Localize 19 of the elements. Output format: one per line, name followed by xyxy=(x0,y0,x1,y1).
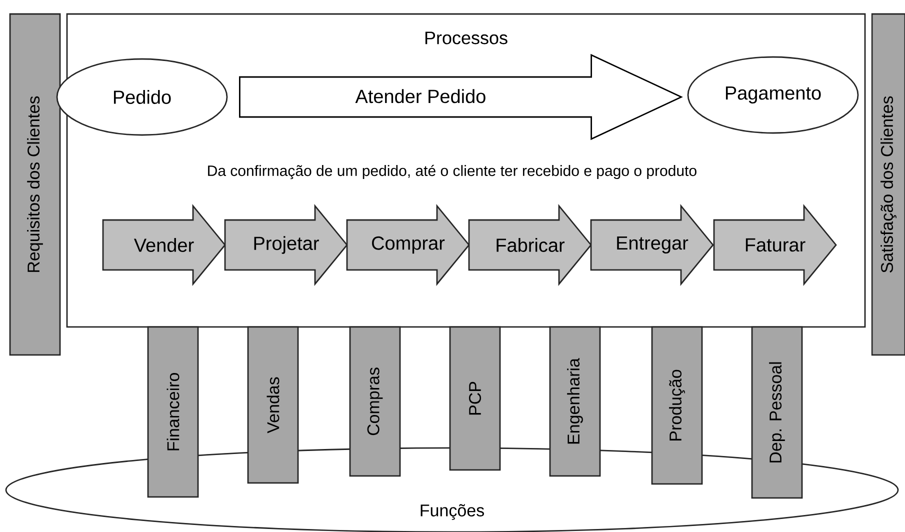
panel-heading: Processos xyxy=(425,32,508,44)
block-arrow xyxy=(239,54,683,140)
side-bar: Satisfação dos Clientes xyxy=(871,13,905,356)
process-step: Faturar xyxy=(713,204,837,286)
function-bar: Financeiro xyxy=(147,326,199,498)
function-bar: Engenharia xyxy=(549,326,601,477)
process-step: Projetar xyxy=(224,204,348,286)
process-step: Fabricar xyxy=(468,204,592,286)
description-text: Da confirmação de um pedido, até o cliente ter recebido e pago o produto xyxy=(208,164,696,180)
process-step: Vender xyxy=(102,204,226,286)
process-step: Comprar xyxy=(346,204,470,286)
function-bar: Vendas xyxy=(247,326,299,484)
function-bar: Compras xyxy=(349,326,401,477)
function-bar: Produção xyxy=(651,326,703,485)
edge-label: Atender Pedido xyxy=(354,88,488,104)
process-step: Entregar xyxy=(590,204,714,286)
side-bar: Requisitos dos Clientes xyxy=(9,13,61,356)
function-bar: Dep. Pessoal xyxy=(751,326,803,499)
function-bar: PCP xyxy=(449,326,501,471)
